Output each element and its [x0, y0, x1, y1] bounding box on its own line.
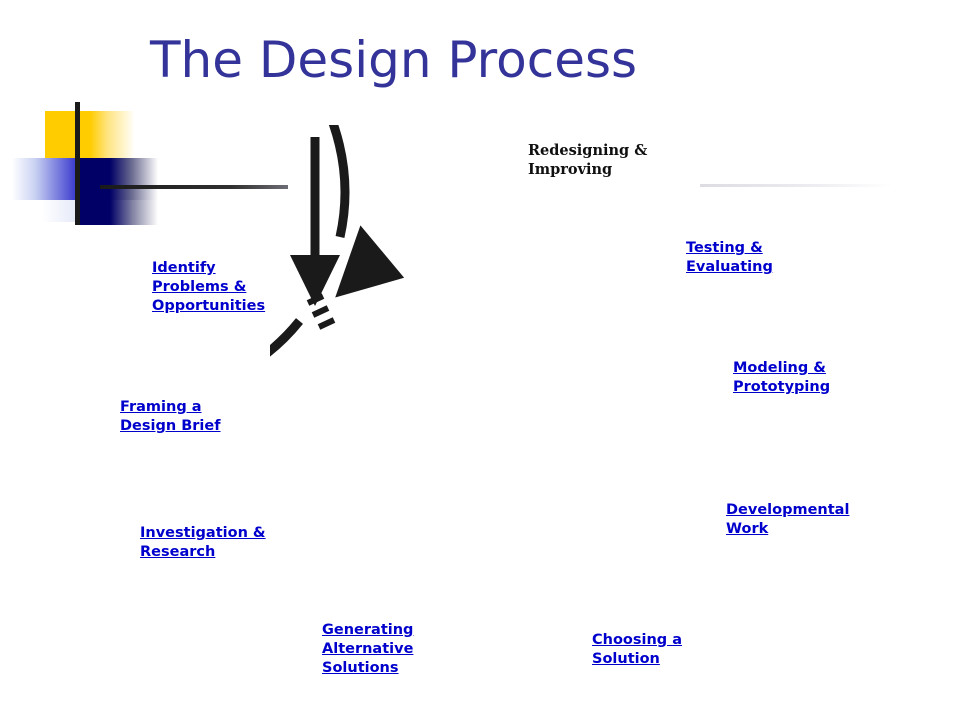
- decoration-vertical-rule: [75, 102, 80, 225]
- cycle-break-dashes: [306, 293, 336, 330]
- cycle-label-choosing-a-solution: Choosing a Solution: [592, 632, 683, 667]
- cycle-label-redesigning-improving: Redesigning & Improving: [528, 142, 648, 179]
- cycle-label-developmental-work: Developmental Work: [726, 502, 850, 537]
- cycle-label-generating-alternative-solutions: Generating Alternative Solutions: [322, 622, 414, 676]
- decoration-right-rule: [700, 184, 892, 187]
- cycle-label-testing-evaluating: Testing & Evaluating: [686, 240, 773, 275]
- entry-arrow-head: [290, 255, 340, 306]
- cycle-label-investigation-research: Investigation & Research: [140, 525, 266, 560]
- decoration-blue-soft-band: [12, 200, 78, 222]
- cycle-label-modeling-prototyping: Modeling & Prototyping: [733, 360, 831, 395]
- decoration-navy-square: [78, 158, 110, 225]
- decoration-navy-gradient-lower: [110, 200, 158, 225]
- decoration-navy-gradient: [110, 158, 158, 200]
- page-title: The Design Process: [150, 31, 638, 89]
- decoration-horizontal-rule: [100, 185, 288, 189]
- decorative-motif: [0, 90, 310, 230]
- design-process-cycle-diagram: [270, 125, 720, 635]
- cycle-label-identify-problems: Identify Problems & Opportunities: [152, 260, 266, 314]
- cycle-label-framing-design-brief: Framing a Design Brief: [120, 399, 221, 434]
- decoration-blue-gradient: [12, 158, 78, 200]
- cycle-arrow-head: [335, 225, 405, 298]
- decoration-yellow-gradient: [90, 111, 135, 160]
- decoration-yellow-square: [45, 111, 90, 160]
